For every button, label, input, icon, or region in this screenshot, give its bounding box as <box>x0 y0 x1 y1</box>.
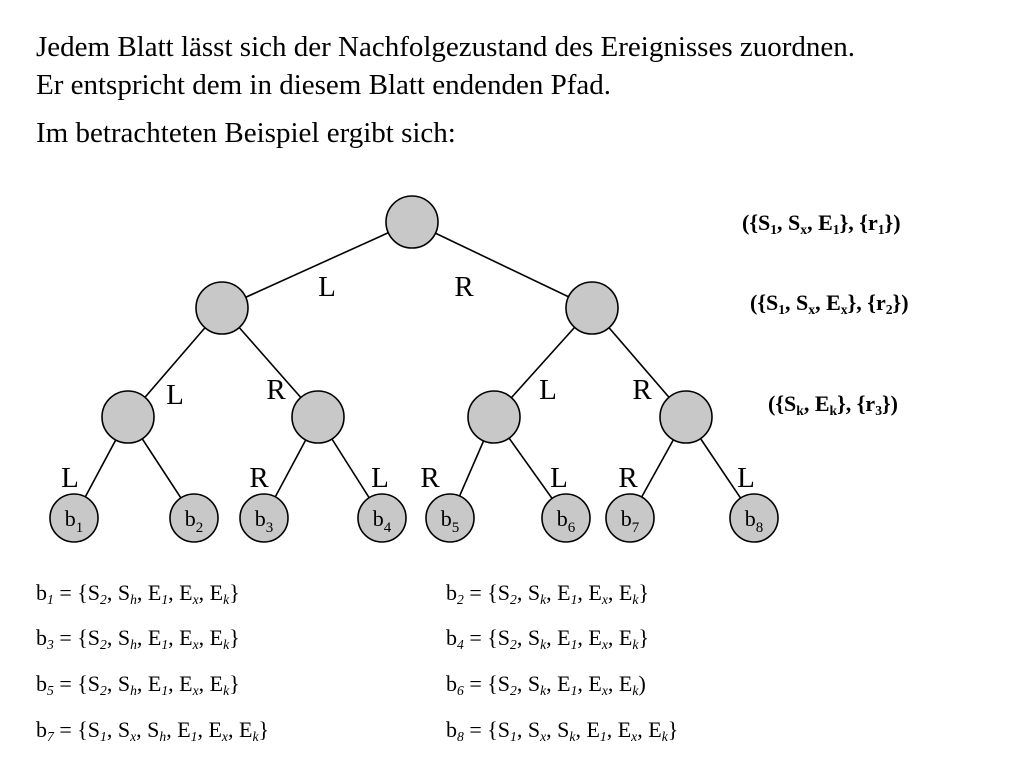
leaf-label-2: b2 <box>185 506 204 536</box>
leaf-label-7: b7 <box>621 506 640 536</box>
edge-label-8: R <box>249 462 269 494</box>
tuple-3: ({Sk, Ek}, {r3}) <box>768 391 898 418</box>
edge-label-3: L <box>166 379 184 411</box>
tree-edge-1 <box>221 221 413 309</box>
edge-label-13: L <box>737 462 755 494</box>
leaf-node-2 <box>169 493 219 543</box>
formula-left-2: b3 = {S2, Sh, E1, Ex, Ek} <box>36 625 240 652</box>
leaf-node-5 <box>425 493 475 543</box>
leaf-label-3: b3 <box>255 506 274 536</box>
leaf-node-4 <box>357 493 407 543</box>
formula-left-1: b1 = {S2, Sh, E1, Ex, Ek} <box>36 580 240 607</box>
tree-node-7 <box>659 390 713 444</box>
edge-label-1: L <box>318 271 336 303</box>
edge-label-6: R <box>632 374 652 406</box>
tree-node-3 <box>565 281 619 335</box>
tree-edge-2 <box>411 221 593 309</box>
leaf-label-5: b5 <box>441 506 460 536</box>
formula-left-3: b5 = {S2, Sh, E1, Ex, Ek} <box>36 671 240 698</box>
edge-label-9: L <box>371 462 389 494</box>
formula-right-3: b6 = {S2, Sk, E1, Ex, Ek) <box>446 671 646 698</box>
tuple-2: ({S1, Sx, Ex}, {r2}) <box>750 290 909 317</box>
edge-label-12: R <box>618 462 638 494</box>
tree-node-1 <box>385 195 439 249</box>
intro-line-3: Im betrachteten Beispiel ergibt sich: <box>36 117 456 149</box>
edge-label-5: L <box>539 374 557 406</box>
edge-label-4: R <box>266 374 286 406</box>
tree-node-2 <box>195 281 249 335</box>
leaf-node-8 <box>729 493 779 543</box>
tree-node-6 <box>467 390 521 444</box>
formula-right-1: b2 = {S2, Sk, E1, Ex, Ek} <box>446 580 649 607</box>
edge-label-7: L <box>61 462 79 494</box>
leaf-label-4: b4 <box>373 506 392 536</box>
edge-label-2: R <box>454 271 474 303</box>
intro-text: Jedem Blatt lässt sich der Nachfolgezust… <box>36 28 855 152</box>
leaf-node-1 <box>49 493 99 543</box>
intro-line-1: Jedem Blatt lässt sich der Nachfolgezust… <box>36 31 856 63</box>
leaf-label-8: b8 <box>745 506 764 536</box>
formula-right-2: b4 = {S2, Sk, E1, Ex, Ek} <box>446 625 649 652</box>
leaf-label-1: b1 <box>65 506 84 536</box>
intro-line-2: Er entspricht dem in diesem Blatt endend… <box>36 69 612 101</box>
tuple-1: ({S1, Sx, E1}, {r1}) <box>742 210 901 237</box>
leaf-node-3 <box>239 493 289 543</box>
leaf-node-6 <box>541 493 591 543</box>
tree-node-5 <box>291 390 345 444</box>
formula-left-4: b7 = {S1, Sx, Sh, E1, Ex, Ek} <box>36 717 270 744</box>
tree-node-4 <box>101 390 155 444</box>
leaf-node-7 <box>605 493 655 543</box>
leaf-label-6: b6 <box>557 506 576 536</box>
edge-label-11: L <box>550 462 568 494</box>
edge-label-10: R <box>420 462 440 494</box>
formula-right-4: b8 = {S1, Sx, Sk, E1, Ex, Ek} <box>446 717 679 744</box>
